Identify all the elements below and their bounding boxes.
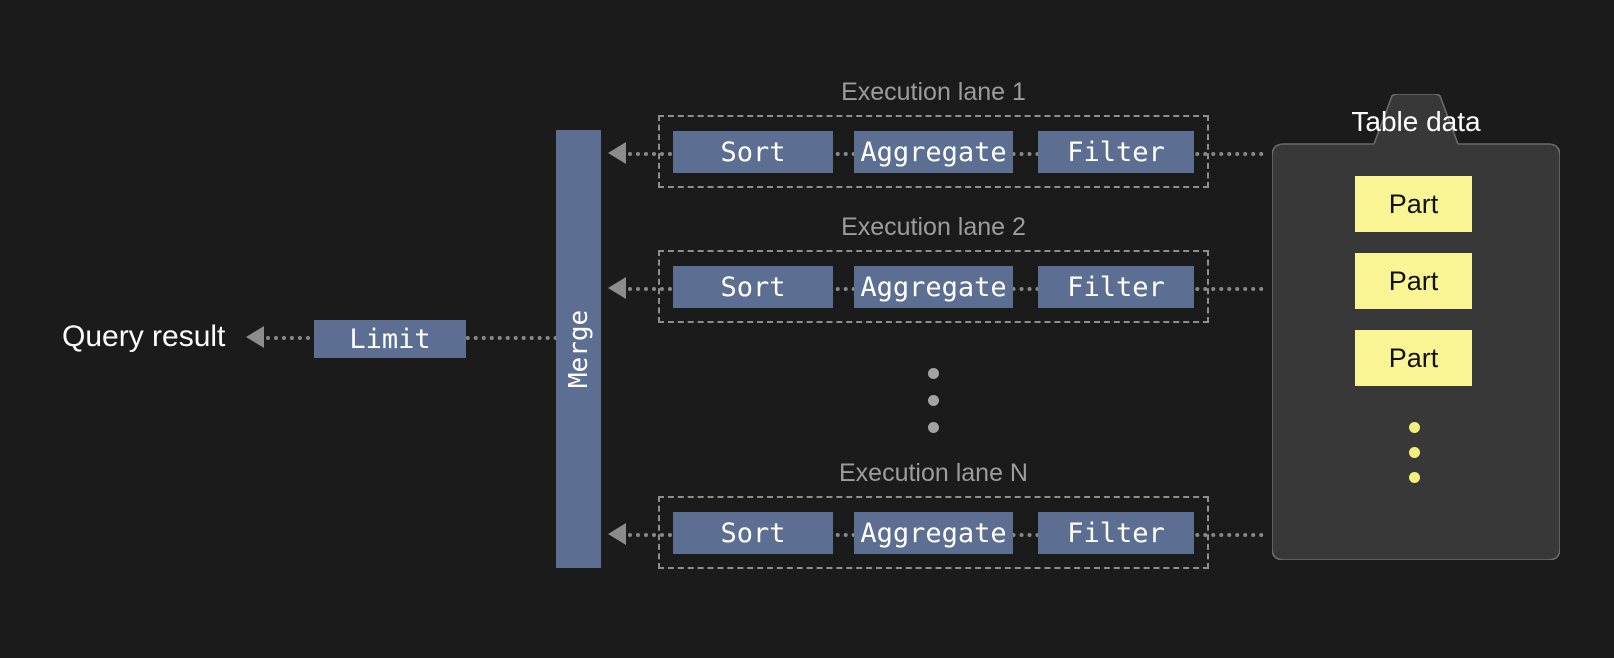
arrow-to-query-result-icon bbox=[246, 326, 264, 348]
lane-n-stage-aggregate-label: Aggregate bbox=[860, 517, 1007, 549]
table-data-ellipsis-dots bbox=[1409, 422, 1420, 483]
query-result-label: Query result bbox=[62, 320, 226, 353]
lane-2-stage-aggregate-label: Aggregate bbox=[860, 271, 1007, 303]
lane-title-n: Execution lane N bbox=[838, 459, 1028, 487]
lane-1-stage-sort[interactable]: Sort bbox=[673, 131, 833, 173]
arrow-lane-2-to-merge-icon bbox=[608, 277, 626, 299]
table-data-part-2-label: Part bbox=[1388, 265, 1439, 296]
lane-2-stage-sort-label: Sort bbox=[720, 271, 786, 303]
execution-lane-n bbox=[658, 496, 1209, 569]
table-data-part-1[interactable]: Part bbox=[1355, 176, 1472, 232]
lane-ellipsis-dot bbox=[928, 368, 939, 379]
lane-1-stage-filter[interactable]: Filter bbox=[1038, 131, 1194, 173]
lane-n-stage-filter[interactable]: Filter bbox=[1038, 512, 1194, 554]
lane-ellipsis-dots bbox=[928, 368, 939, 433]
lane-1-stage-aggregate-label: Aggregate bbox=[860, 136, 1007, 168]
table-data-ellipsis-dot bbox=[1409, 447, 1420, 458]
lane-2-stage-filter-label: Filter bbox=[1067, 271, 1165, 303]
lane-2-stage-sort[interactable]: Sort bbox=[673, 266, 833, 308]
table-data-ellipsis-dot bbox=[1409, 472, 1420, 483]
lane-2-stage-aggregate[interactable]: Aggregate bbox=[854, 266, 1013, 308]
merge-operator-label: Merge bbox=[563, 309, 594, 389]
lane-n-stage-sort[interactable]: Sort bbox=[673, 512, 833, 554]
limit-operator-box[interactable]: Limit bbox=[314, 320, 466, 358]
lane-title-2: Execution lane 2 bbox=[841, 213, 1026, 241]
execution-lane-1 bbox=[658, 115, 1209, 188]
lane-1-stage-filter-label: Filter bbox=[1067, 136, 1165, 168]
table-data-part-3[interactable]: Part bbox=[1355, 330, 1472, 386]
lane-n-stage-sort-label: Sort bbox=[720, 517, 786, 549]
table-data-panel: Table data Part Part Part bbox=[1272, 94, 1560, 560]
arrow-lane-1-to-merge-icon bbox=[608, 142, 626, 164]
lane-n-stage-aggregate[interactable]: Aggregate bbox=[854, 512, 1013, 554]
lane-2-stage-filter[interactable]: Filter bbox=[1038, 266, 1194, 308]
lane-ellipsis-dot bbox=[928, 422, 939, 433]
merge-operator-bar[interactable]: Merge bbox=[556, 130, 601, 568]
lane-n-stage-filter-label: Filter bbox=[1067, 517, 1165, 549]
lane-title-1: Execution lane 1 bbox=[841, 78, 1026, 106]
table-data-part-1-label: Part bbox=[1388, 188, 1439, 219]
table-data-part-3-label: Part bbox=[1388, 342, 1439, 373]
lane-ellipsis-dot bbox=[928, 395, 939, 406]
lane-1-stage-sort-label: Sort bbox=[720, 136, 786, 168]
table-data-container-shape bbox=[1272, 94, 1560, 560]
table-data-part-2[interactable]: Part bbox=[1355, 253, 1472, 309]
limit-operator-label: Limit bbox=[349, 323, 431, 355]
lane-1-stage-aggregate[interactable]: Aggregate bbox=[854, 131, 1013, 173]
execution-lane-2 bbox=[658, 250, 1209, 323]
table-data-ellipsis-dot bbox=[1409, 422, 1420, 433]
arrow-lane-n-to-merge-icon bbox=[608, 523, 626, 545]
